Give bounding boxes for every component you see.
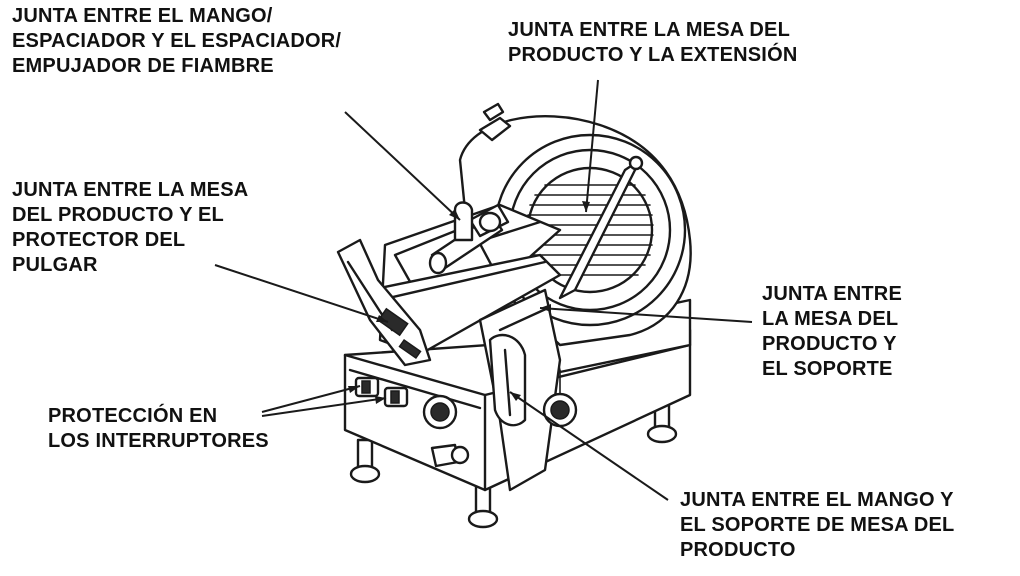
label-line: EL SOPORTE DE MESA DEL [680, 514, 955, 536]
label-line: LA MESA DEL [762, 308, 899, 330]
leader-switch-1 [261, 385, 361, 413]
label-line: PRODUCTO Y LA EXTENSIÓN [508, 44, 798, 66]
label-line: PRODUCTO Y [762, 333, 897, 355]
label-line: PROTECTOR DEL [12, 229, 186, 251]
product-table [336, 201, 562, 367]
label-line: DEL PRODUCTO Y EL [12, 204, 224, 226]
leader-table-support [539, 307, 753, 323]
label-line: JUNTA ENTRE EL MANGO/ [12, 5, 273, 27]
label-line: EMPUJADOR DE FIAMBRE [12, 55, 274, 77]
label-line: JUNTA ENTRE [762, 283, 902, 305]
leader-switch-2 [261, 397, 387, 417]
label-line: LOS INTERRUPTORES [48, 430, 269, 452]
label-line: JUNTA ENTRE LA MESA [12, 179, 249, 201]
label-line: ESPACIADOR Y EL ESPACIADOR/ [12, 30, 342, 52]
label-line: PROTECCIÓN EN [48, 405, 218, 427]
leader-handle-table-support [509, 391, 669, 501]
label-line: PRODUCTO [680, 539, 796, 561]
label-handle-spacer-joint: JUNTA ENTRE EL MANGO/ ESPACIADOR Y EL ES… [12, 4, 341, 79]
label-handle-table-support-joint: JUNTA ENTRE EL MANGO Y EL SOPORTE DE MES… [680, 488, 954, 563]
label-table-thumb-guard-joint: JUNTA ENTRE LA MESA DEL PRODUCTO Y EL PR… [12, 178, 248, 278]
label-line: PULGAR [12, 254, 98, 276]
label-line: EL SOPORTE [762, 358, 893, 380]
label-table-support-joint: JUNTA ENTRE LA MESA DEL PRODUCTO Y EL SO… [762, 282, 902, 382]
label-line: JUNTA ENTRE LA MESA DEL [508, 19, 791, 41]
leader-thumb-guard [214, 264, 389, 323]
controls [354, 376, 578, 468]
leader-table-extension [585, 79, 599, 213]
label-table-extension-joint: JUNTA ENTRE LA MESA DEL PRODUCTO Y LA EX… [508, 18, 797, 68]
table-support [478, 288, 562, 492]
leader-lines [214, 79, 753, 501]
label-switch-protection: PROTECCIÓN EN LOS INTERRUPTORES [48, 404, 269, 454]
leader-handle-spacer [344, 111, 461, 221]
label-line: JUNTA ENTRE EL MANGO Y [680, 489, 954, 511]
